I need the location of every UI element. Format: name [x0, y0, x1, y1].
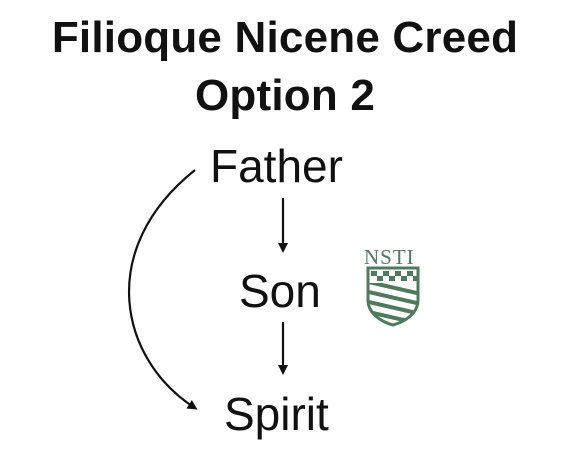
arrow-father-to-spirit — [127, 169, 198, 410]
node-father: Father — [210, 140, 343, 192]
page-title-line-2: Option 2 — [194, 71, 376, 120]
node-spirit: Spirit — [224, 388, 329, 440]
nsti-logo: NSTI — [364, 245, 420, 327]
logo-text: NSTI — [364, 245, 415, 269]
page-title-line-1: Filioque Nicene Creed — [51, 13, 519, 62]
node-son: Son — [239, 265, 321, 317]
